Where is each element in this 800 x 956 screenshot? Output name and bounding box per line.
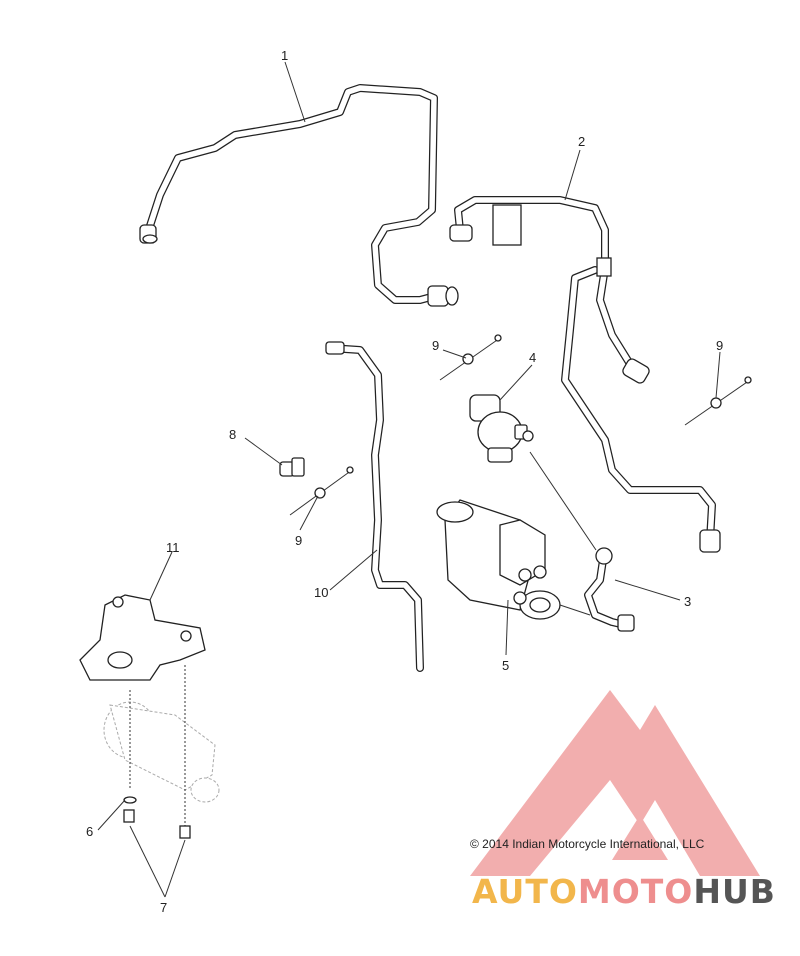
canister-ghost: [103, 665, 220, 830]
callout-9-a: 9: [432, 338, 439, 353]
callout-5: 5: [502, 658, 509, 673]
clamp-9-c: [684, 376, 752, 426]
callout-3: 3: [684, 594, 691, 609]
callout-4: 4: [529, 350, 536, 365]
callout-10: 10: [314, 585, 328, 600]
valve-4: [469, 394, 534, 463]
callout-8: 8: [229, 427, 236, 442]
canister-5: [436, 499, 591, 620]
watermark-word-hub: HUB: [693, 872, 776, 911]
callout-2: 2: [578, 134, 585, 149]
clamp-9-b: [289, 466, 354, 516]
fitting-8: [279, 457, 305, 477]
callout-9-b: 9: [295, 533, 302, 548]
callout-11: 11: [166, 540, 180, 555]
hose-10: [325, 341, 424, 672]
hose-3: [529, 451, 635, 632]
callout-6: 6: [86, 824, 93, 839]
hose-1: [139, 84, 459, 307]
washer-6: [123, 796, 137, 804]
copyright-text: © 2014 Indian Motorcycle International, …: [470, 837, 705, 851]
clamp-9-a: [439, 334, 502, 381]
watermark-text: AUTOMOTOHUB: [472, 872, 776, 911]
bolt-7-b: [179, 825, 191, 839]
hose-2: [449, 196, 721, 553]
callout-9-c: 9: [716, 338, 723, 353]
callout-7: 7: [160, 900, 167, 915]
leader-lines: [97, 61, 721, 898]
callouts: 1 2 3 4 5 6 7 8 9 9 9 10 11: [86, 48, 723, 915]
watermark-word-moto: MOTO: [578, 872, 693, 911]
watermark-word-auto: AUTO: [472, 872, 578, 911]
watermark-logo: [470, 690, 760, 876]
bracket-11: [79, 594, 206, 681]
bolt-7-a: [123, 809, 135, 823]
callout-1: 1: [281, 48, 288, 63]
